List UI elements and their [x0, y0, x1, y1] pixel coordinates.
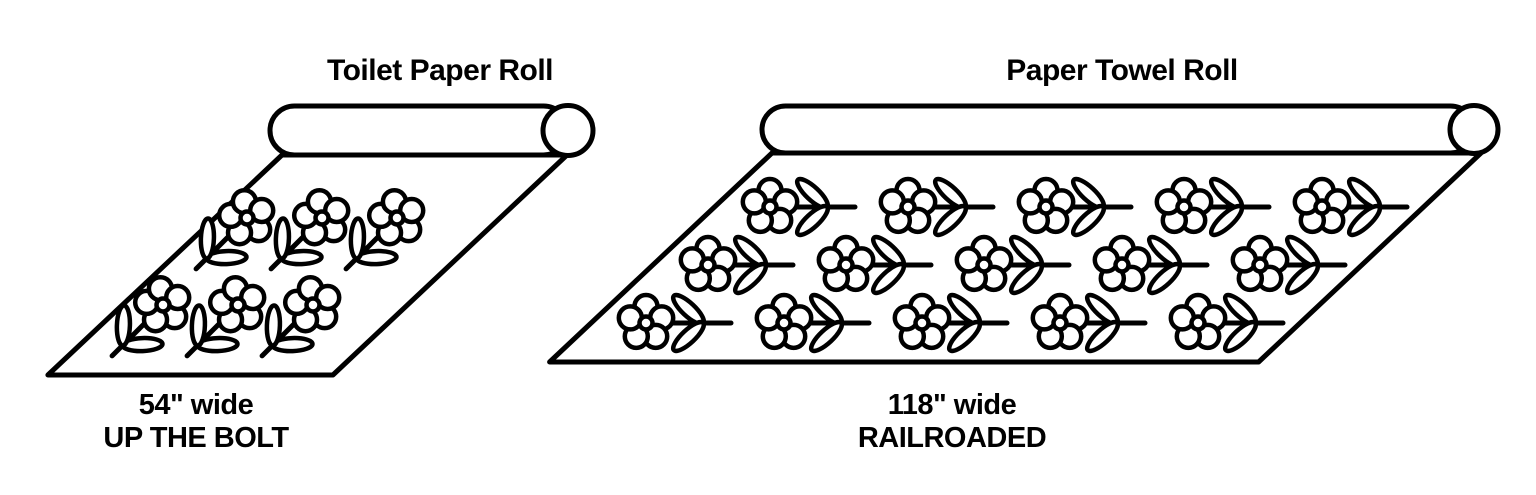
flower-motif [754, 292, 872, 354]
flower-center [975, 256, 993, 274]
flower-motif [878, 176, 996, 238]
flower-center [899, 198, 917, 216]
flower-motif [259, 274, 342, 359]
orientation-label: RAILROADED [857, 422, 1047, 454]
flower-center [1189, 314, 1207, 332]
flower-leaf [732, 261, 769, 296]
flower-center [229, 296, 247, 314]
flower-center [1251, 256, 1269, 274]
flower-center [154, 296, 172, 314]
flower-leaf [1346, 203, 1383, 238]
flower-leaf [1084, 319, 1121, 354]
flower-leaf [932, 203, 969, 238]
flower-motif [616, 292, 734, 354]
flower-leaf [114, 303, 133, 348]
paper-towel-roll-caption: 118" wide RAILROADED [857, 389, 1047, 455]
flower-leaf [870, 261, 907, 296]
toilet-paper-roll-caption: 54" wide UP THE BOLT [103, 389, 289, 455]
width-label: 118" wide [887, 389, 1017, 421]
flower-leaf [946, 319, 983, 354]
flower-leaf [808, 319, 845, 354]
flower-motif [1092, 234, 1210, 296]
flower-center [388, 209, 406, 227]
flower-motif [816, 234, 934, 296]
flower-leaf [670, 319, 707, 354]
flower-motif [1230, 234, 1348, 296]
flower-leaf [1070, 203, 1107, 238]
flower-center [1113, 256, 1131, 274]
flower-leaf [273, 216, 292, 261]
flower-motif [892, 292, 1010, 354]
flower-motif [740, 176, 858, 238]
flower-motif [109, 274, 192, 359]
flower-center [1037, 198, 1055, 216]
flower-center [699, 256, 717, 274]
flower-leaf [1146, 261, 1183, 296]
flower-center [238, 209, 256, 227]
flower-motif [268, 187, 351, 272]
flower-leaf [794, 203, 831, 238]
flower-motif [1168, 292, 1286, 354]
flower-motif [678, 234, 796, 296]
flower-center [775, 314, 793, 332]
flower-leaf [264, 303, 283, 348]
flower-leaf [198, 216, 217, 261]
flower-motif [954, 234, 1072, 296]
flower-leaf [1222, 319, 1259, 354]
flower-center [1313, 198, 1331, 216]
flower-leaf [189, 303, 208, 348]
diagram-toilet-paper-roll [45, 103, 596, 378]
flower-motif [1154, 176, 1272, 238]
flower-center [913, 314, 931, 332]
toilet-paper-roll-title: Toilet Paper Roll [327, 54, 553, 87]
flower-motif [193, 187, 276, 272]
fabric-roll-end [540, 103, 596, 158]
flower-leaf [1008, 261, 1045, 296]
fabric-roll-body [759, 103, 1477, 156]
flower-center [637, 314, 655, 332]
flower-center [304, 296, 322, 314]
flower-center [761, 198, 779, 216]
flower-leaf [348, 216, 367, 261]
orientation-label: UP THE BOLT [103, 422, 289, 454]
fabric-roll-end [1447, 103, 1501, 156]
flower-center [837, 256, 855, 274]
flower-motif [184, 274, 267, 359]
flower-center [1051, 314, 1069, 332]
flower-motif [343, 187, 426, 272]
diagram-paper-towel-roll [547, 103, 1501, 365]
flower-leaf [1284, 261, 1321, 296]
flower-leaf [1208, 203, 1245, 238]
flower-motif [1016, 176, 1134, 238]
flower-center [1175, 198, 1193, 216]
flower-center [313, 209, 331, 227]
width-label: 54" wide [138, 389, 254, 421]
paper-towel-roll-title: Paper Towel Roll [1006, 54, 1238, 87]
flower-motif [1030, 292, 1148, 354]
fabric-roll-body [267, 103, 571, 158]
flower-motif [1292, 176, 1410, 238]
